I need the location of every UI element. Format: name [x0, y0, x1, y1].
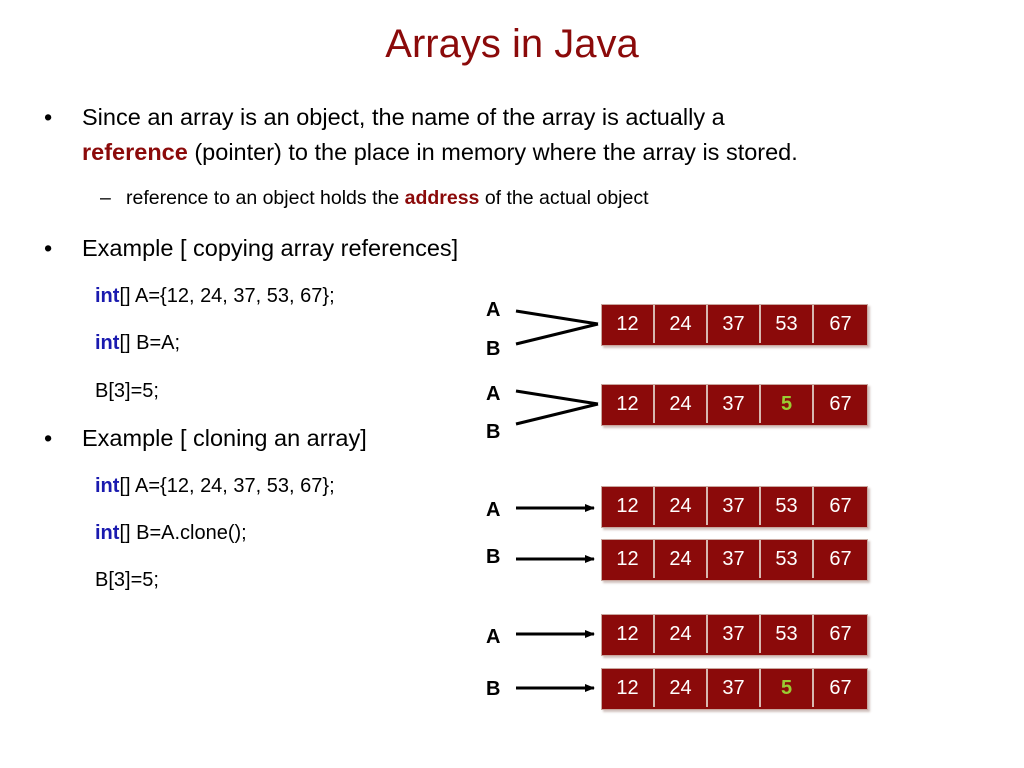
array-cell: 12 [602, 540, 655, 578]
array-cell: 67 [829, 392, 852, 415]
code-line-copy-1: int[] A={12, 24, 37, 53, 67}; [95, 285, 335, 308]
array-cell-modified: 5 [761, 669, 814, 707]
label-a: A [486, 499, 501, 521]
code-text: [] B=A; [119, 332, 181, 354]
code-line-clone-2: int[] B=A.clone(); [95, 522, 247, 545]
int-keyword: int [95, 332, 120, 354]
code-line-copy-3: B[3]=5; [95, 380, 159, 403]
bullet-marker: • [44, 104, 53, 130]
array-cell: 24 [655, 305, 708, 343]
dash-marker: – [100, 187, 111, 209]
address-keyword: address [404, 187, 480, 209]
array-cell: 67 [829, 494, 852, 517]
code-text: [] A={12, 24, 37, 53, 67}; [119, 475, 335, 497]
pointer-line-b-copy-after [515, 402, 599, 426]
slide-title: Arrays in Java [385, 22, 639, 66]
array-cell: 37 [708, 305, 761, 343]
array-cell: 67 [829, 547, 852, 570]
array-cell-modified: 5 [761, 385, 814, 423]
pointer-line-a-copy-before [515, 309, 599, 326]
label-a: A [486, 383, 501, 405]
code-line-copy-2: int[] B=A; [95, 332, 180, 355]
array-cell: 12 [602, 669, 655, 707]
array-cell: 53 [761, 540, 814, 578]
array-cell: 67 [829, 622, 852, 645]
pointer-line-b-copy-before [515, 322, 599, 346]
array-clone-after-a: 12 24 37 53 67 [601, 614, 868, 656]
array-cell: 53 [761, 305, 814, 343]
array-cell: 24 [655, 615, 708, 653]
bullet-text-line1: Since an array is an object, the name of… [82, 104, 725, 130]
array-cell: 53 [761, 487, 814, 525]
array-cell: 37 [708, 385, 761, 423]
array-copy-after: 12 24 37 5 67 [601, 384, 868, 426]
array-cell: 12 [602, 385, 655, 423]
array-cell: 37 [708, 669, 761, 707]
code-text: [] B=A.clone(); [119, 522, 247, 544]
bullet-text: Example [ cloning an array] [82, 425, 367, 451]
label-b: B [486, 546, 501, 568]
array-cell: 53 [761, 615, 814, 653]
bullet-text-line2: reference (pointer) to the place in memo… [82, 135, 798, 170]
array-cell: 24 [655, 669, 708, 707]
bullet-marker: • [44, 235, 53, 261]
array-cell: 12 [602, 305, 655, 343]
array-cell: 24 [655, 385, 708, 423]
array-cell: 37 [708, 487, 761, 525]
bullet-marker: • [44, 425, 53, 451]
sub-bullet-text: reference to an object holds the address… [126, 187, 649, 210]
code-line-clone-1: int[] A={12, 24, 37, 53, 67}; [95, 475, 335, 498]
label-a: A [486, 626, 501, 648]
array-copy-before: 12 24 37 53 67 [601, 304, 868, 346]
sub-text-pre: reference to an object holds the [126, 187, 405, 209]
array-cell: 37 [708, 540, 761, 578]
sub-text-post: of the actual object [479, 187, 649, 209]
array-cell: 24 [655, 487, 708, 525]
label-b: B [486, 678, 501, 700]
array-cell: 12 [602, 487, 655, 525]
int-keyword: int [95, 285, 120, 307]
array-cell: 37 [708, 615, 761, 653]
array-cell: 12 [602, 615, 655, 653]
label-b: B [486, 338, 501, 360]
bullet-text: Example [ copying array references] [82, 235, 459, 261]
array-cell: 67 [829, 676, 852, 699]
pointer-line-a-copy-after [515, 389, 599, 406]
code-text: B[3]=5; [95, 380, 159, 402]
int-keyword: int [95, 522, 120, 544]
code-text: [] A={12, 24, 37, 53, 67}; [119, 285, 335, 307]
code-line-clone-3: B[3]=5; [95, 569, 159, 592]
array-clone-before-a: 12 24 37 53 67 [601, 486, 868, 528]
array-cell: 67 [829, 312, 852, 335]
array-clone-before-b: 12 24 37 53 67 [601, 539, 868, 581]
code-text: B[3]=5; [95, 569, 159, 591]
label-a: A [486, 299, 501, 321]
int-keyword: int [95, 475, 120, 497]
reference-keyword: reference [82, 139, 188, 165]
array-clone-after-b: 12 24 37 5 67 [601, 668, 868, 710]
array-cell: 24 [655, 540, 708, 578]
label-b: B [486, 421, 501, 443]
bullet-text-rest: (pointer) to the place in memory where t… [187, 139, 798, 165]
